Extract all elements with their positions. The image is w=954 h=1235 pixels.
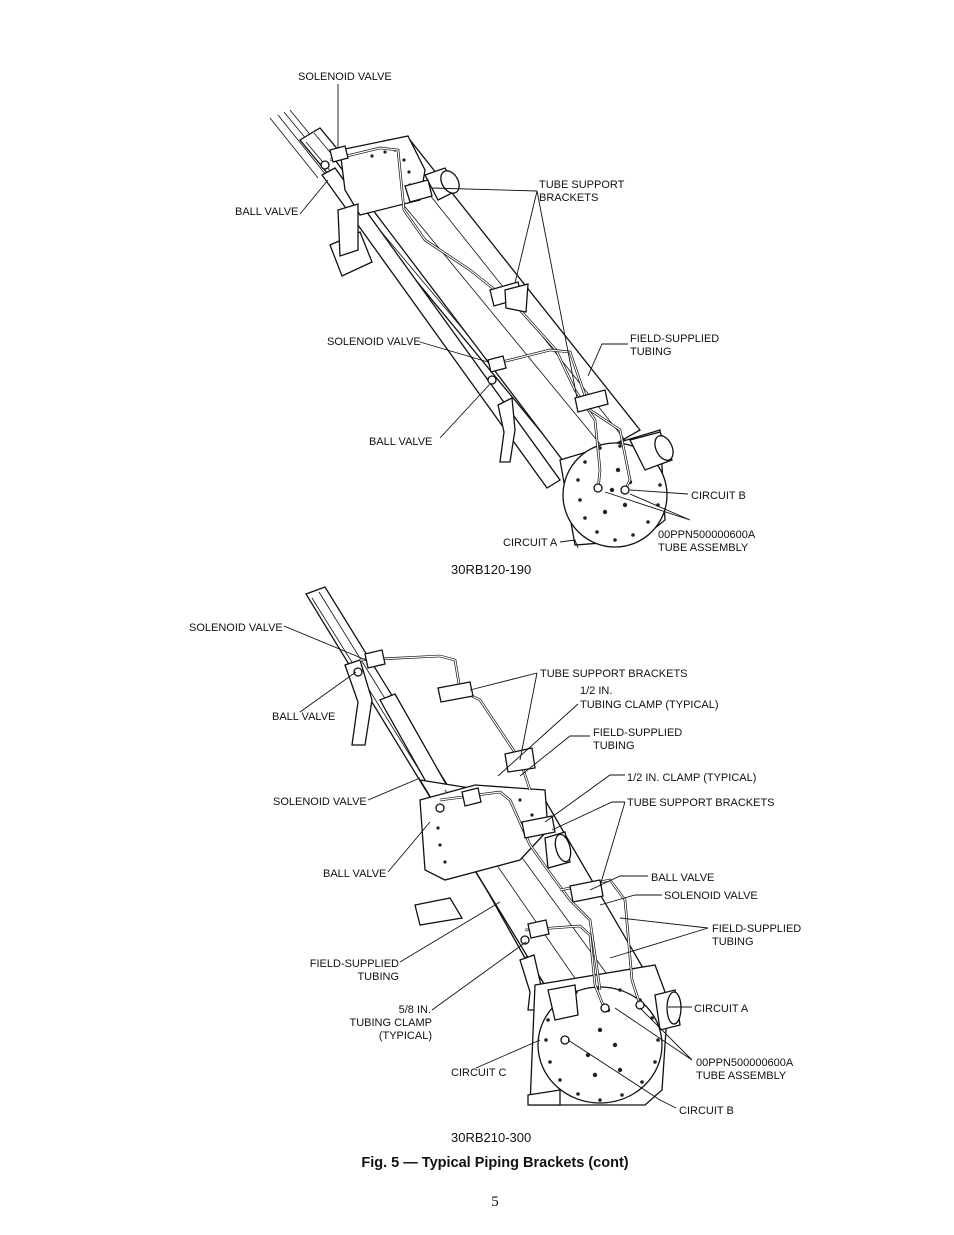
top-diagram-leaders — [299, 84, 691, 549]
bottom-label-field-supplied-tubing-3-line1: FIELD-SUPPLIED — [310, 958, 399, 970]
bottom-label-tubing-clamp-58-line3: (TYPICAL) — [379, 1030, 432, 1042]
bottom-label-circuit-b: CIRCUIT B — [679, 1105, 734, 1117]
bottom-label-circuit-a: CIRCUIT A — [694, 1003, 749, 1015]
bottom-label-tubing-clamp-half-line2: TUBING CLAMP (TYPICAL) — [580, 699, 719, 711]
bottom-label-tubing-clamp-half-line1: 1/2 IN. — [580, 685, 612, 697]
bottom-label-solenoid-valve-1: SOLENOID VALVE — [189, 622, 283, 634]
top-label-circuit-b: CIRCUIT B — [691, 490, 746, 502]
top-label-field-supplied-tubing-line2: TUBING — [630, 346, 672, 358]
bottom-label-tube-assembly-line1: 00PPN500000600A — [696, 1057, 794, 1069]
bottom-label-clamp-half: 1/2 IN. CLAMP (TYPICAL) — [627, 772, 756, 784]
bottom-diagram-leaders — [283, 625, 709, 1109]
top-diagram-drawing — [269, 109, 674, 548]
bottom-label-ball-valve-1: BALL VALVE — [272, 711, 335, 723]
bottom-label-field-supplied-tubing-3-line2: TUBING — [357, 971, 399, 983]
top-label-tube-support-brackets-line1: TUBE SUPPORT — [539, 179, 625, 191]
top-label-tube-support-brackets-line2: BRACKETS — [539, 192, 598, 204]
top-diagram-caption: 30RB120-190 — [451, 562, 531, 577]
bottom-label-field-supplied-tubing-2-line2: TUBING — [712, 936, 754, 948]
bottom-label-tube-support-brackets-1: TUBE SUPPORT BRACKETS — [540, 668, 688, 680]
bottom-label-circuit-c: CIRCUIT C — [451, 1067, 506, 1079]
top-label-ball-valve-2: BALL VALVE — [369, 436, 432, 448]
bottom-label-solenoid-valve-2: SOLENOID VALVE — [273, 796, 367, 808]
bottom-diagram-caption: 30RB210-300 — [451, 1130, 531, 1145]
figure-caption: Fig. 5 — Typical Piping Brackets (cont) — [361, 1155, 628, 1171]
bottom-label-field-supplied-tubing-2-line1: FIELD-SUPPLIED — [712, 923, 801, 935]
top-label-ball-valve-1: BALL VALVE — [235, 206, 298, 218]
bottom-label-field-supplied-tubing-1-line1: FIELD-SUPPLIED — [593, 727, 682, 739]
top-label-solenoid-valve-1: SOLENOID VALVE — [298, 71, 392, 83]
bottom-label-ball-valve-3: BALL VALVE — [651, 872, 714, 884]
top-label-circuit-a: CIRCUIT A — [503, 537, 558, 549]
top-label-tube-assembly-line2: TUBE ASSEMBLY — [658, 542, 749, 554]
top-label-tube-assembly-line1: 00PPN500000600A — [658, 529, 756, 541]
bottom-label-tubing-clamp-58-line1: 5/8 IN. — [399, 1004, 431, 1016]
bottom-label-tubing-clamp-58-line2: TUBING CLAMP — [349, 1017, 432, 1029]
top-label-solenoid-valve-2: SOLENOID VALVE — [327, 336, 421, 348]
top-label-field-supplied-tubing-line1: FIELD-SUPPLIED — [630, 333, 719, 345]
bottom-label-field-supplied-tubing-1-line2: TUBING — [593, 740, 635, 752]
bottom-label-tube-support-brackets-2: TUBE SUPPORT BRACKETS — [627, 797, 775, 809]
page-number: 5 — [491, 1194, 499, 1210]
bottom-label-tube-assembly-line2: TUBE ASSEMBLY — [696, 1070, 787, 1082]
bottom-label-ball-valve-2: BALL VALVE — [323, 868, 386, 880]
bottom-label-solenoid-valve-3: SOLENOID VALVE — [664, 890, 758, 902]
